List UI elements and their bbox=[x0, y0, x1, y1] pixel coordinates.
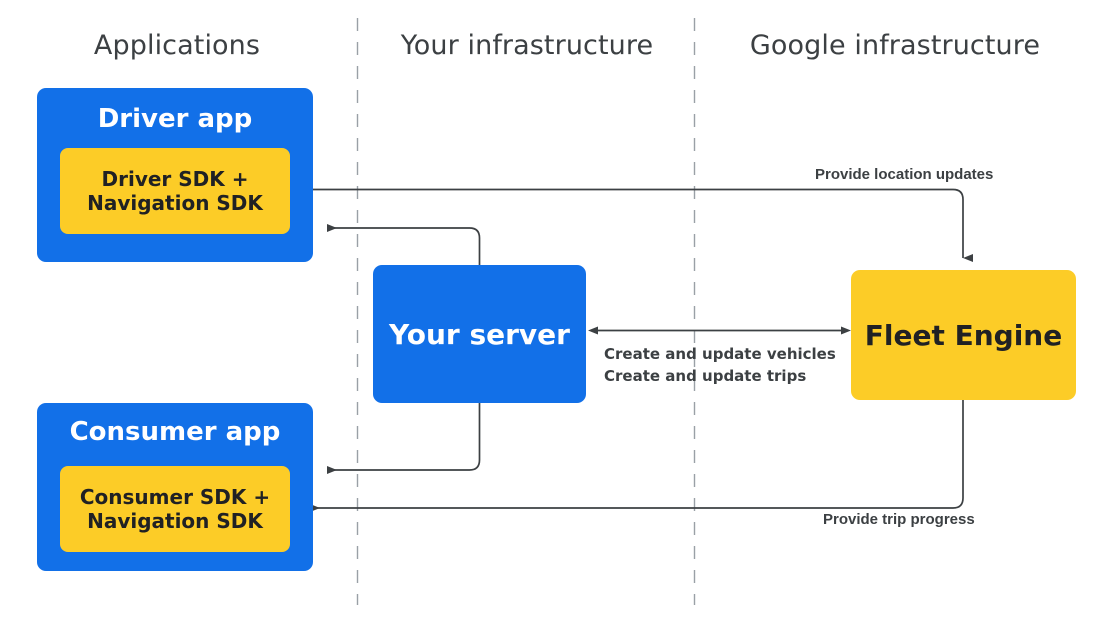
edge-label-location-updates: Provide location updates bbox=[815, 166, 994, 183]
edge-server-to-consumer bbox=[327, 403, 481, 474]
edge-label-create-update: Create and update vehicles Create and up… bbox=[604, 344, 836, 388]
edge-location-updates bbox=[293, 188, 973, 262]
node-consumer-sdk[interactable]: Consumer SDK + Navigation SDK bbox=[60, 466, 290, 552]
consumer-app-title: Consumer app bbox=[69, 417, 281, 447]
node-fleet-engine[interactable]: Fleet Engine bbox=[851, 270, 1076, 400]
fleet-engine-title: Fleet Engine bbox=[864, 318, 1063, 352]
column-header-applications: Applications bbox=[93, 30, 261, 61]
edge-label-trip-progress: Provide trip progress bbox=[823, 511, 975, 528]
node-driver-sdk[interactable]: Driver SDK + Navigation SDK bbox=[60, 148, 290, 234]
column-header-google-infrastructure: Google infrastructure bbox=[749, 30, 1041, 61]
edge-server-to-driver bbox=[327, 224, 481, 265]
edge-trip-progress bbox=[310, 400, 964, 512]
node-your-server[interactable]: Your server bbox=[373, 265, 586, 403]
your-server-title: Your server bbox=[389, 317, 570, 351]
driver-sdk-label: Driver SDK + Navigation SDK bbox=[87, 166, 263, 215]
edge-label-create-update-line1: Create and update vehicles bbox=[604, 345, 836, 363]
consumer-sdk-label: Consumer SDK + Navigation SDK bbox=[79, 484, 271, 533]
edge-label-create-update-line2: Create and update trips bbox=[604, 366, 807, 385]
driver-app-title: Driver app bbox=[97, 104, 253, 134]
column-header-your-infrastructure: Your infrastructure bbox=[400, 30, 654, 61]
